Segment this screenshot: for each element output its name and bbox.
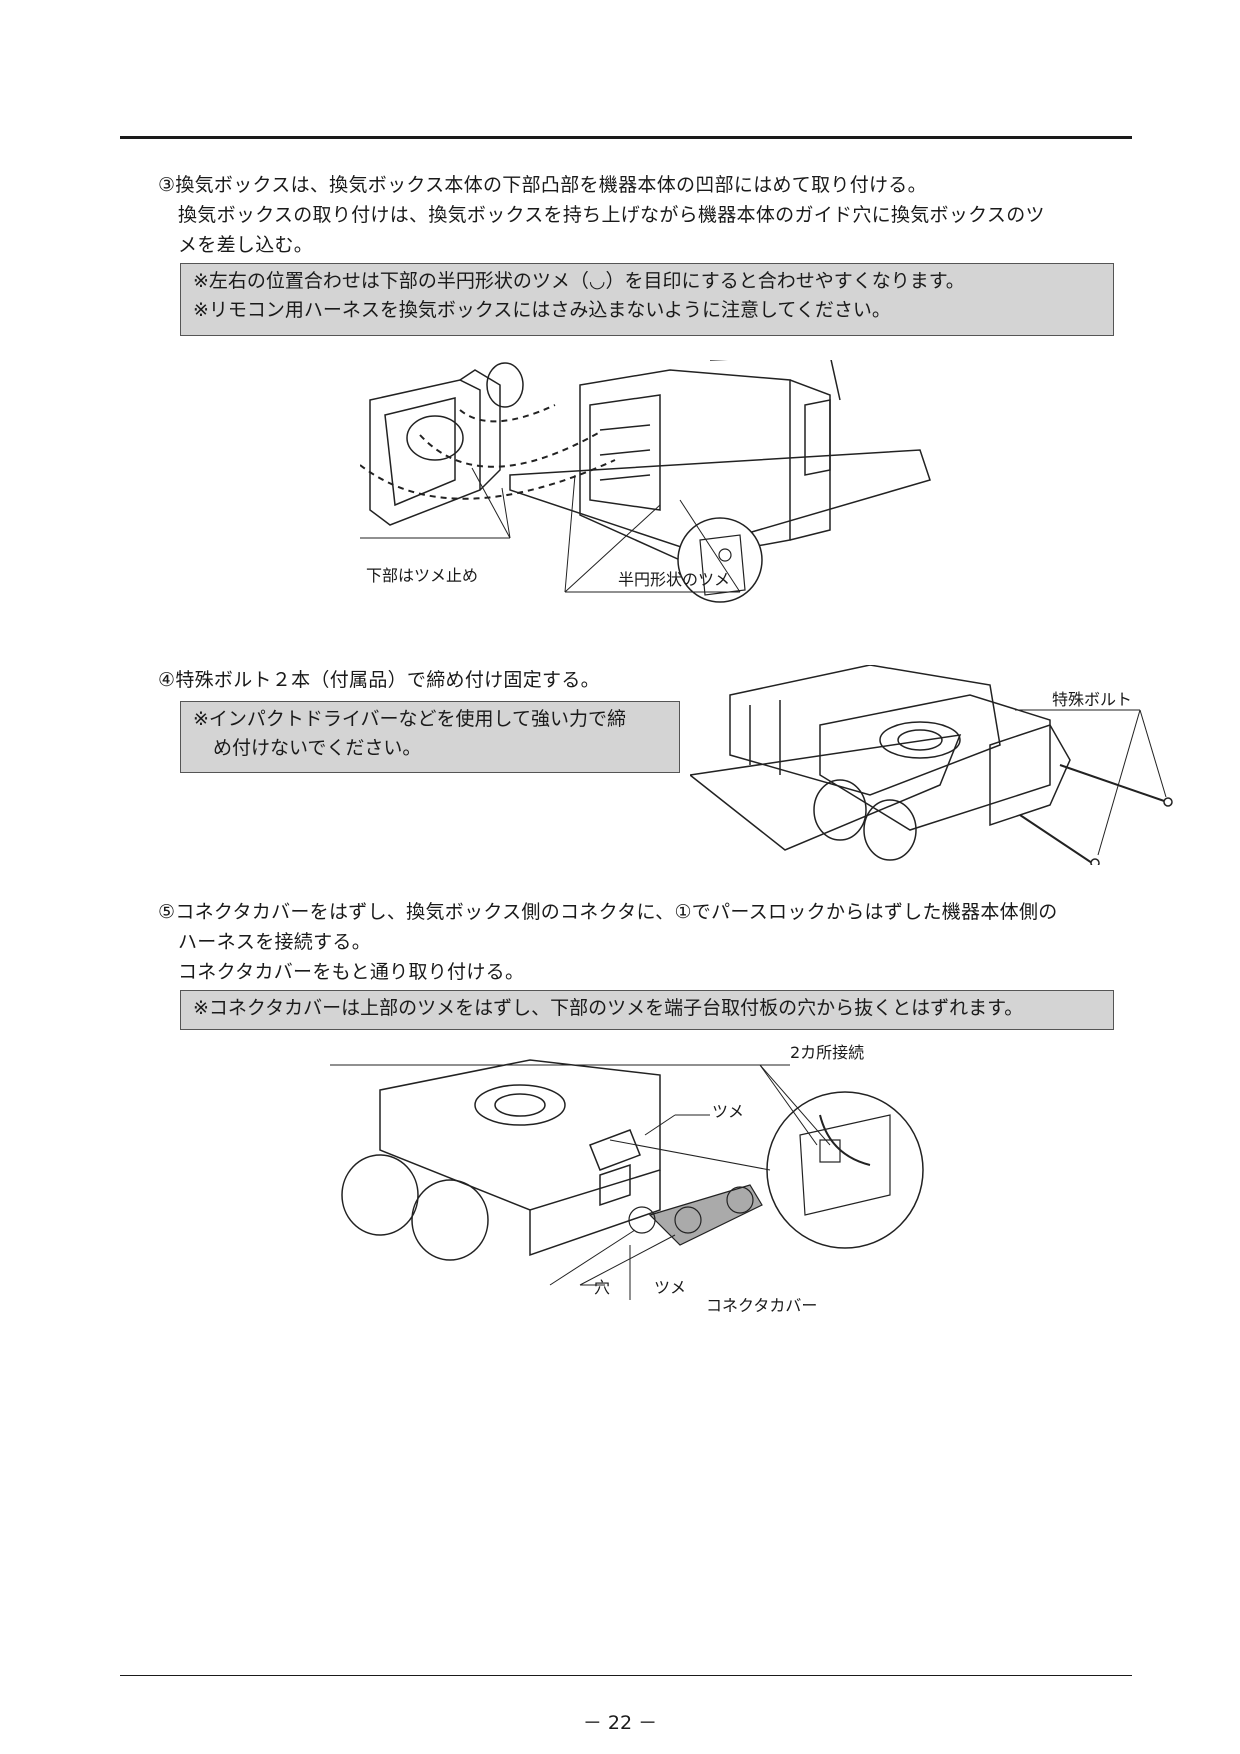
- step3-note-line2: ※リモコン用ハーネスを換気ボックスにはさみ込まないように注意してください。: [193, 299, 891, 321]
- header-rule: [120, 136, 1132, 139]
- step4-note-box: ※インパクトドライバーなどを使用して強い力で締 め付けないでください。: [180, 701, 680, 773]
- label-hole: 穴: [594, 1278, 611, 1297]
- page-number: － 22 －: [582, 1712, 658, 1734]
- step3-line3: メを差し込む。: [178, 234, 314, 256]
- step3-figure: [360, 360, 940, 655]
- step5-line2: ハーネスを接続する。: [178, 931, 372, 953]
- step5-text: ⑤コネクタカバーをはずし、換気ボックス側のコネクタに、①でパースロックからはずし…: [158, 897, 1058, 987]
- step4-illustration: [690, 665, 1173, 865]
- label-two-connections: 2カ所接続: [790, 1043, 865, 1062]
- label-claw-bottom: ツメ: [654, 1278, 687, 1297]
- step4-note-line1: ※インパクトドライバーなどを使用して強い力で締: [193, 708, 626, 730]
- step3-illustration: [360, 360, 931, 603]
- step3-line2: 換気ボックスの取り付けは、換気ボックスを持ち上げながら機器本体のガイド穴に換気ボ…: [178, 204, 1045, 226]
- label-special-bolt: 特殊ボルト: [1052, 690, 1133, 709]
- footer-rule: [120, 1675, 1132, 1676]
- step5-illustration: [330, 1059, 924, 1300]
- step5-line1: ⑤コネクタカバーをはずし、換気ボックス側のコネクタに、①でパースロックからはずし…: [158, 901, 1058, 923]
- step5-figure: [330, 1045, 930, 1320]
- step5-note-box: ※コネクタカバーは上部のツメをはずし、下部のツメを端子台取付板の穴から抜くとはず…: [180, 990, 1114, 1030]
- step3-line1: ③換気ボックスは、換気ボックス本体の下部凸部を機器本体の凹部にはめて取り付ける。: [158, 174, 927, 196]
- step4-line1: ④特殊ボルト２本（付属品）で締め付け固定する。: [158, 669, 600, 691]
- step3-note-line1: ※左右の位置合わせは下部の半円形状のツメ（◡）を目印にすると合わせやすくなります…: [193, 270, 965, 292]
- step4-text: ④特殊ボルト２本（付属品）で締め付け固定する。: [158, 665, 600, 695]
- step4-figure: [690, 665, 1180, 865]
- step3-text: ③換気ボックスは、換気ボックス本体の下部凸部を機器本体の凹部にはめて取り付ける。…: [158, 170, 1045, 260]
- label-bottom-claw: 下部はツメ止め: [366, 566, 479, 585]
- label-claw-top: ツメ: [712, 1102, 745, 1121]
- label-connector-cover: コネクタカバー: [706, 1296, 818, 1315]
- step5-line3: コネクタカバーをもと通り取り付ける。: [178, 961, 525, 983]
- step3-note-box: ※左右の位置合わせは下部の半円形状のツメ（◡）を目印にすると合わせやすくなります…: [180, 263, 1114, 336]
- label-half-circle-claw: 半円形状のツメ: [618, 570, 731, 589]
- step5-note-line1: ※コネクタカバーは上部のツメをはずし、下部のツメを端子台取付板の穴から抜くとはず…: [193, 997, 1024, 1019]
- step4-note-line2: め付けないでください。: [213, 737, 422, 759]
